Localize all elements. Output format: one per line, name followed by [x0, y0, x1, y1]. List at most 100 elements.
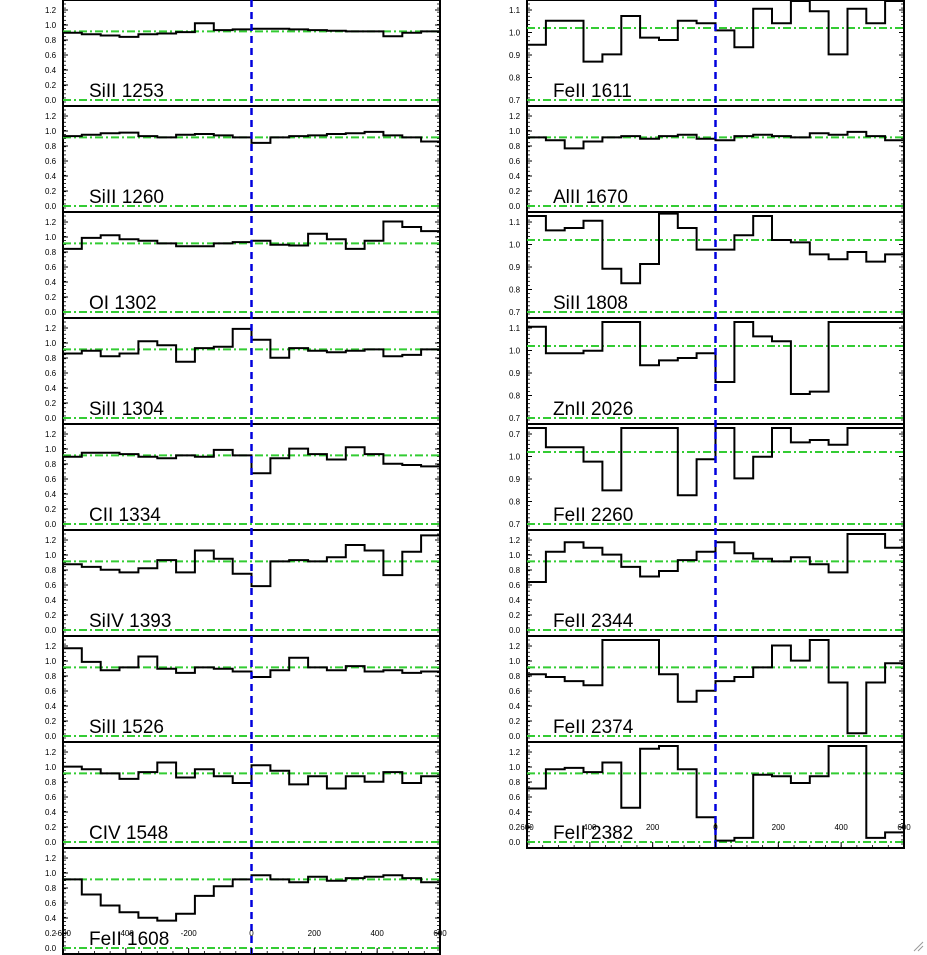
panel-label: OI 1302: [89, 293, 157, 314]
y-tick-label: 0.8: [509, 286, 521, 295]
y-tick-label: 0.8: [509, 498, 521, 507]
panel-label: CII 1334: [89, 505, 161, 526]
x-tick-label: 0: [249, 929, 254, 938]
spectrum-trace: [527, 639, 904, 735]
y-tick-label: 0.8: [509, 778, 521, 787]
x-tick-label: -400: [118, 929, 135, 938]
y-tick-label: 0.0: [45, 732, 57, 741]
y-tick-label: 1.0: [509, 657, 521, 666]
y-tick-label: 1.0: [45, 551, 57, 560]
y-tick-label: 1.0: [45, 233, 57, 242]
panel-label: SiII 1260: [89, 187, 164, 208]
y-tick-label: 0.4: [45, 384, 57, 393]
x-tick-label: 200: [308, 929, 322, 938]
y-tick-label: 0.8: [45, 354, 57, 363]
panel-label: SiII 1808: [553, 293, 628, 314]
y-tick-label: 0.4: [45, 66, 57, 75]
panel-label: FeII 1608: [89, 929, 169, 950]
y-tick-label: 0.2: [509, 611, 521, 620]
y-tick-label: 0.2: [45, 293, 57, 302]
y-tick-label: 1.0: [45, 763, 57, 772]
spectrum-trace: [63, 130, 440, 144]
y-tick-label: 0.6: [509, 793, 521, 802]
x-tick-label: 400: [583, 823, 597, 832]
y-tick-label: 0.4: [509, 596, 521, 605]
spectrum-trace: [527, 427, 904, 497]
spectrum-trace: [527, 533, 904, 583]
panel-label: AlII 1670: [553, 187, 628, 208]
resize-grip-icon[interactable]: [912, 940, 924, 952]
y-tick-label: 0.8: [509, 74, 521, 83]
y-tick-label: 0.2: [45, 929, 57, 938]
y-tick-label: 0.0: [509, 838, 521, 847]
y-tick-label: 0.4: [509, 172, 521, 181]
y-tick-label: 0.2: [45, 717, 57, 726]
y-tick-label: 0.7: [509, 308, 521, 317]
chart-column-1: 1.1 1.0 0.9 0.8 0.7 FeII 1611 1.2 1.0 0.8 0.6 0.4 0…: [509, 0, 911, 849]
y-tick-label: 0.8: [45, 36, 57, 45]
y-tick-label: 1.2: [45, 748, 57, 757]
y-tick-label: 1.0: [509, 127, 521, 136]
y-tick-label: 1.2: [509, 642, 521, 651]
panel-label: FeII 2260: [553, 505, 633, 526]
y-tick-label: 0.4: [45, 702, 57, 711]
x-tick-label: -200: [181, 929, 198, 938]
y-tick-label: 0.8: [45, 460, 57, 469]
y-tick-label: 1.2: [509, 536, 521, 545]
x-tick-label: 600: [897, 823, 911, 832]
y-tick-label: 0.6: [45, 899, 57, 908]
panel-label: ZnII 2026: [553, 399, 633, 420]
y-tick-label: 1.2: [509, 112, 521, 121]
y-tick-label: 0.0: [509, 202, 521, 211]
y-tick-label: 1.0: [509, 763, 521, 772]
y-tick-label: 0.2: [45, 81, 57, 90]
y-tick-label: 0.8: [45, 142, 57, 151]
y-tick-label: 0.8: [45, 778, 57, 787]
y-tick-label: 0.6: [509, 157, 521, 166]
panel-label: CIV 1548: [89, 823, 168, 844]
y-tick-label: 0.0: [45, 520, 57, 529]
y-tick-label: 1.2: [45, 324, 57, 333]
y-tick-label: 0.2: [45, 187, 57, 196]
y-tick-label: 0.6: [45, 263, 57, 272]
y-tick-label: 1.0: [45, 445, 57, 454]
y-tick-label: 0.0: [45, 838, 57, 847]
y-tick-label: 0.7: [509, 520, 521, 529]
y-tick-label: 1.1: [509, 6, 521, 15]
y-tick-label: 1.2: [45, 854, 57, 863]
y-tick-label: 0.0: [45, 308, 57, 317]
panel-label: SiII 1526: [89, 717, 164, 738]
y-tick-label: 0.7: [509, 96, 521, 105]
x-tick-label: 400: [834, 823, 848, 832]
y-tick-label: 1.2: [45, 430, 57, 439]
y-tick-label: 0.9: [509, 51, 521, 60]
y-tick-label: 0.6: [45, 369, 57, 378]
y-tick-label: 0.8: [45, 884, 57, 893]
y-tick-label: 0.8: [45, 672, 57, 681]
y-tick-label: 1.0: [509, 551, 521, 560]
spectrum-trace: [63, 327, 440, 363]
y-tick-label: 1.0: [509, 241, 521, 250]
panel-label: FeII 2382: [553, 823, 633, 844]
spectrum-trace: [63, 22, 440, 38]
y-tick-label: 1.0: [509, 347, 521, 356]
y-tick-label: 1.0: [45, 127, 57, 136]
y-tick-label: 0.8: [509, 142, 521, 151]
y-tick-label: 0.4: [45, 914, 57, 923]
y-tick-label: 0.7: [509, 430, 521, 439]
y-tick-label: 0.8: [509, 392, 521, 401]
y-tick-label: 0.8: [45, 566, 57, 575]
y-tick-label: 1.2: [45, 536, 57, 545]
panel-label: FeII 1611: [553, 81, 632, 102]
y-tick-label: 0.2: [509, 823, 521, 832]
